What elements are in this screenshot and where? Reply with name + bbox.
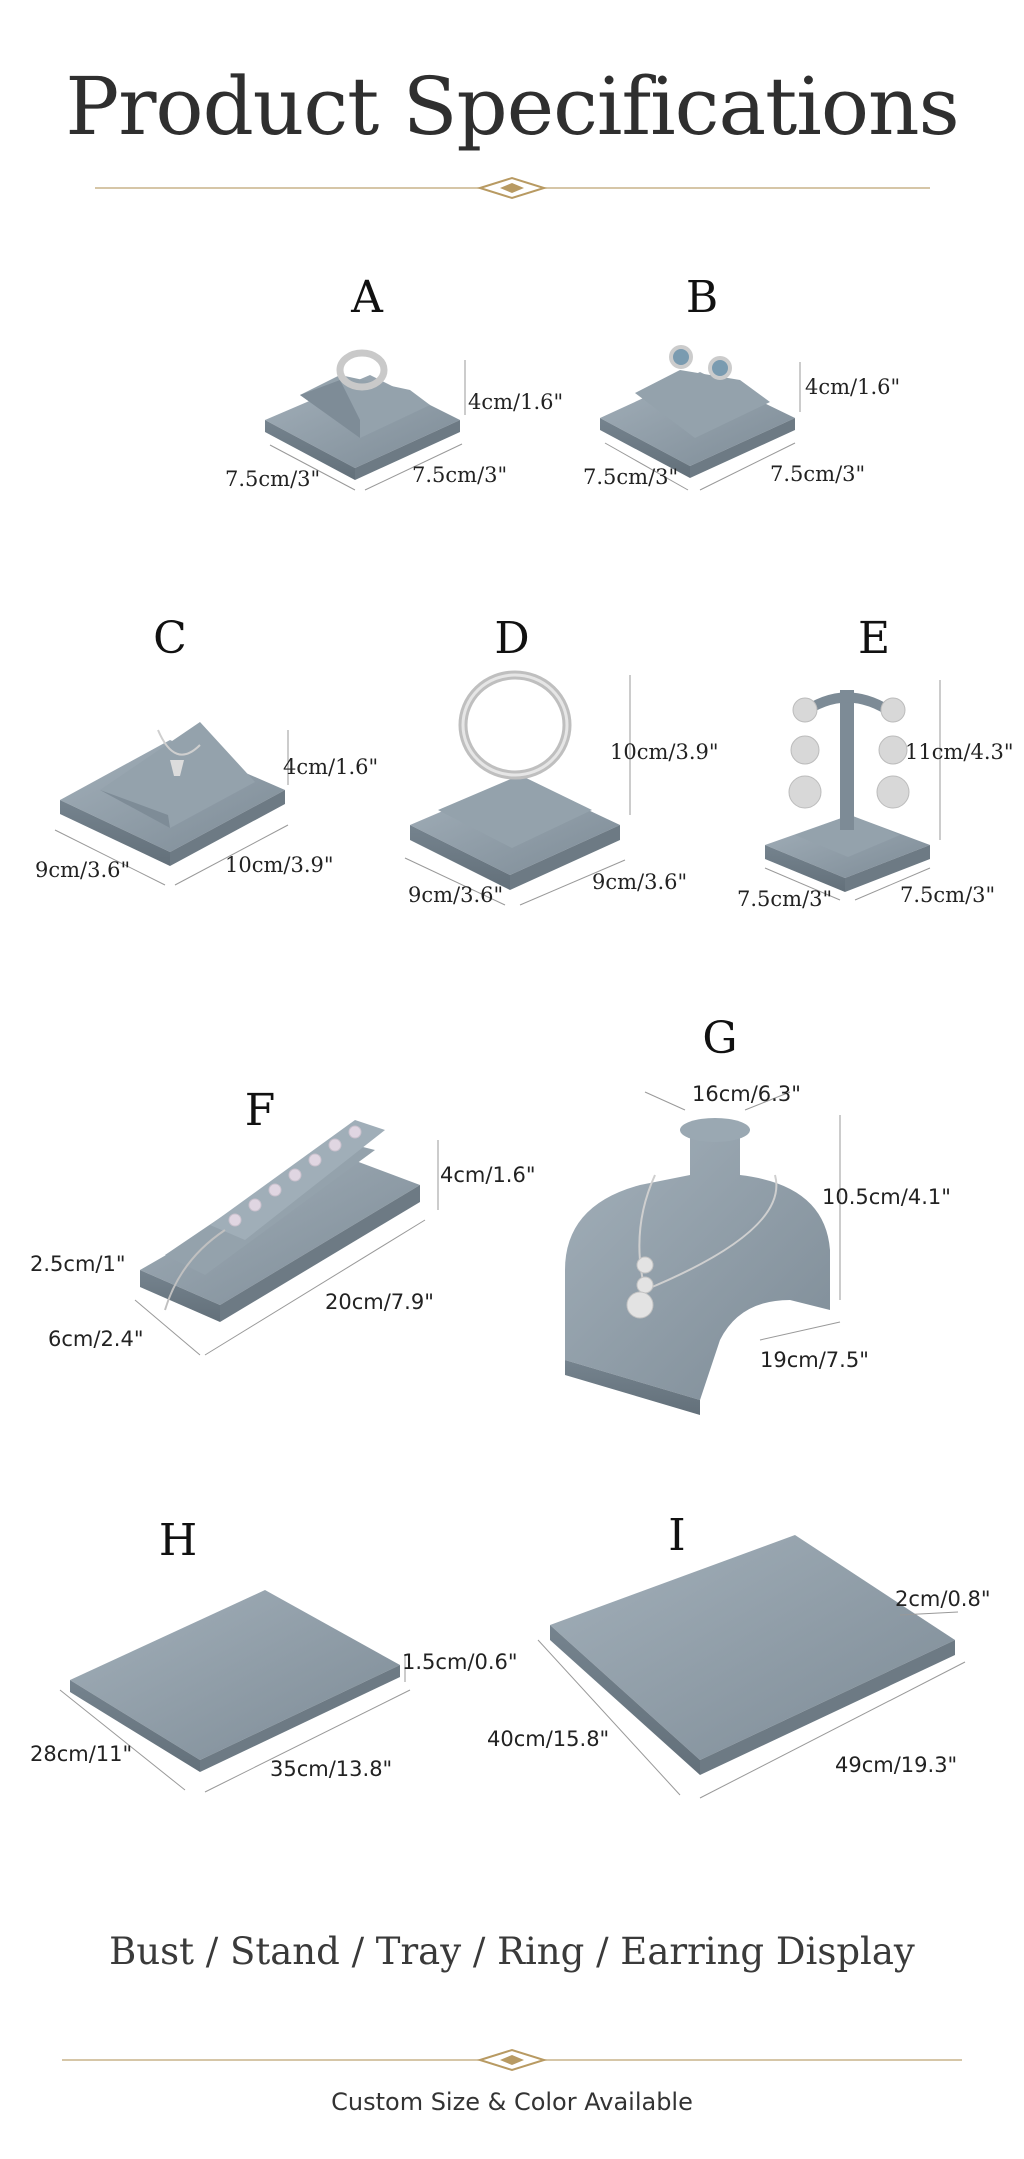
top-divider bbox=[95, 176, 930, 200]
product-d-width: 9cm/3.6" bbox=[592, 870, 688, 894]
product-i-image bbox=[537, 1535, 966, 1799]
product-b-image bbox=[600, 345, 801, 491]
product-h-width: 35cm/13.8" bbox=[270, 1757, 393, 1781]
product-b-height: 4cm/1.6" bbox=[805, 375, 901, 399]
product-d-letter: D bbox=[494, 613, 530, 664]
product-d-height: 10cm/3.9" bbox=[610, 740, 719, 764]
product-e-letter: E bbox=[857, 613, 891, 664]
product-f-letter: F bbox=[244, 1085, 276, 1136]
product-g-top-width: 16cm/6.3" bbox=[692, 1082, 801, 1106]
product-g-base-width: 19cm/7.5" bbox=[760, 1348, 869, 1372]
product-e-image bbox=[764, 680, 941, 901]
product-h-depth: 28cm/11" bbox=[30, 1742, 133, 1766]
product-b-width: 7.5cm/3" bbox=[770, 462, 866, 486]
bottom-divider bbox=[62, 2048, 962, 2072]
product-i-letter: I bbox=[668, 1510, 686, 1561]
product-i-height: 2cm/0.8" bbox=[895, 1587, 991, 1611]
product-d-depth: 9cm/3.6" bbox=[408, 883, 504, 907]
custom-note: Custom Size & Color Available bbox=[331, 2088, 693, 2116]
product-c-width: 10cm/3.9" bbox=[225, 853, 334, 877]
product-c-depth: 9cm/3.6" bbox=[35, 858, 131, 882]
product-a-image bbox=[265, 349, 466, 491]
product-g-letter: G bbox=[702, 1013, 738, 1064]
product-g-height: 10.5cm/4.1" bbox=[822, 1185, 951, 1209]
product-e-height: 11cm/4.3" bbox=[905, 740, 1014, 764]
product-c-height: 4cm/1.6" bbox=[283, 755, 379, 779]
product-g-image bbox=[565, 1091, 841, 1415]
product-d-image bbox=[404, 670, 631, 906]
product-i-width: 49cm/19.3" bbox=[835, 1753, 958, 1777]
product-types-subtitle: Bust / Stand / Tray / Ring / Earring Dis… bbox=[109, 1930, 915, 1973]
product-f-image bbox=[134, 1120, 439, 1356]
product-a-width: 7.5cm/3" bbox=[412, 463, 508, 487]
page-title: Product Specifications bbox=[65, 60, 959, 153]
product-h-letter: H bbox=[158, 1515, 198, 1566]
product-f-lower-height: 2.5cm/1" bbox=[30, 1252, 126, 1276]
product-f-width: 20cm/7.9" bbox=[325, 1290, 434, 1314]
product-h-image bbox=[59, 1590, 411, 1793]
product-f-depth: 6cm/2.4" bbox=[48, 1327, 144, 1351]
product-a-depth: 7.5cm/3" bbox=[225, 467, 321, 491]
product-e-depth: 7.5cm/3" bbox=[737, 887, 833, 911]
product-c-letter: C bbox=[153, 613, 187, 664]
product-e-width: 7.5cm/3" bbox=[900, 883, 996, 907]
product-b-depth: 7.5cm/3" bbox=[583, 465, 679, 489]
product-a-letter: A bbox=[351, 272, 383, 323]
product-i-depth: 40cm/15.8" bbox=[487, 1727, 610, 1751]
product-h-height: 1.5cm/0.6" bbox=[402, 1650, 518, 1674]
product-f-height: 4cm/1.6" bbox=[440, 1163, 536, 1187]
product-a-height: 4cm/1.6" bbox=[468, 390, 564, 414]
product-c-image bbox=[54, 722, 289, 886]
product-b-letter: B bbox=[685, 272, 719, 323]
